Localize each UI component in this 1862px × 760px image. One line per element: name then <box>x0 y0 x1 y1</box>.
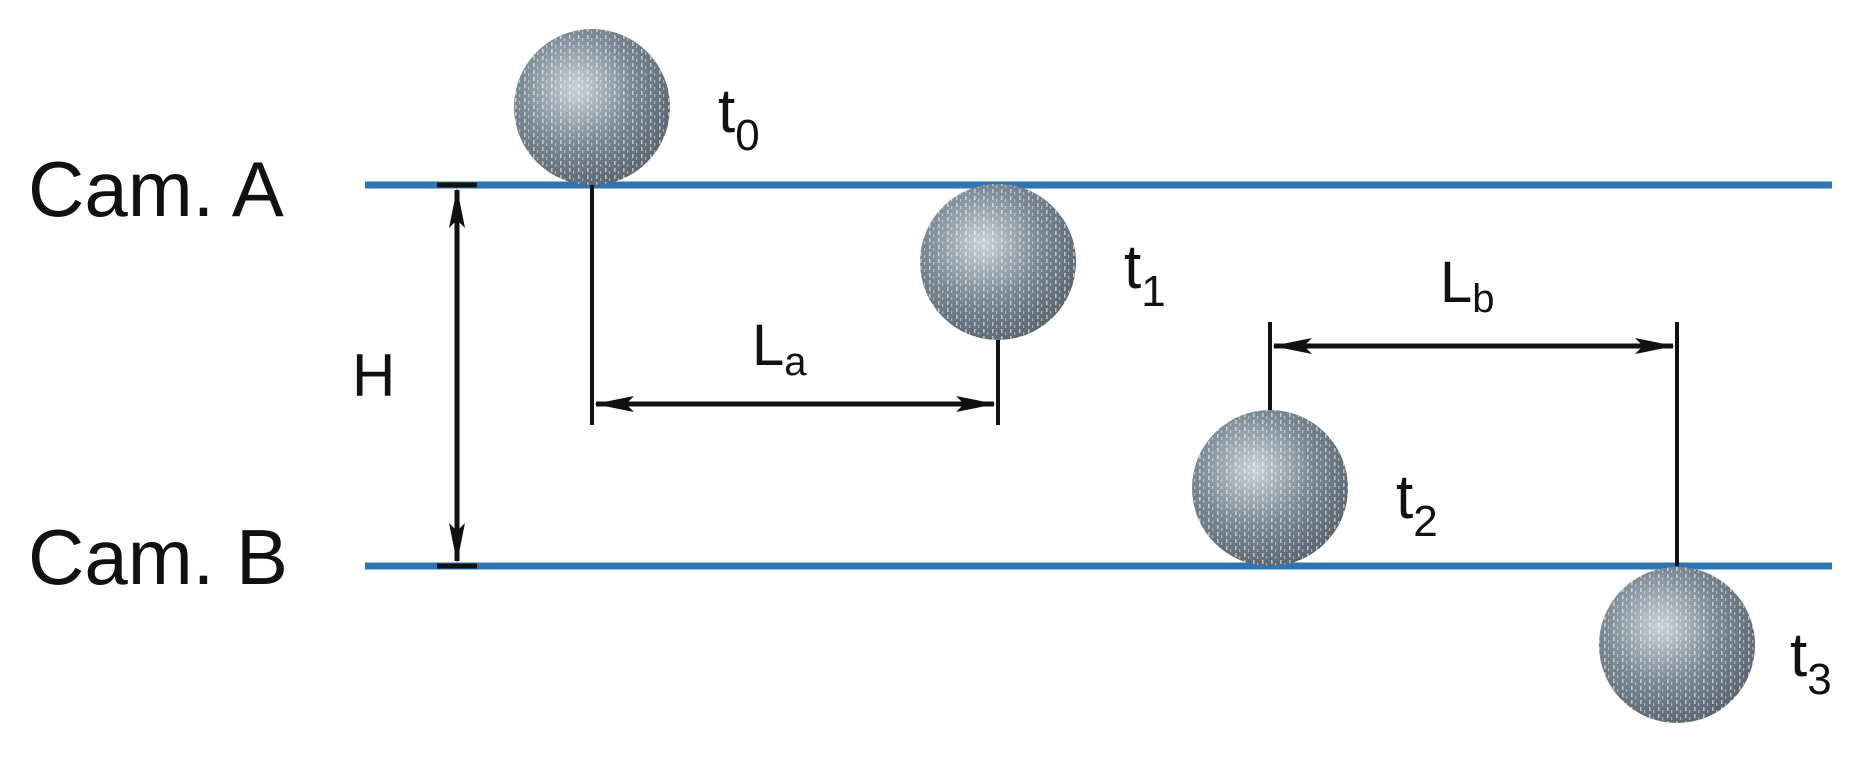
la-dimension-label: La <box>752 313 807 384</box>
camera-b-label: Cam. B <box>28 513 288 601</box>
camera-a-label: Cam. A <box>28 145 284 233</box>
ball-t2 <box>1192 322 1348 566</box>
height-dimension <box>437 182 477 569</box>
ball-t3-label: t3 <box>1790 621 1832 704</box>
height-label: H <box>352 342 395 409</box>
ball-t1-label: t1 <box>1124 233 1166 316</box>
ball-t0-label: t0 <box>718 77 760 160</box>
lb-dimension-label: Lb <box>1440 250 1495 321</box>
ball-t0 <box>514 29 670 425</box>
ball-t1 <box>920 184 1076 425</box>
ball-t3 <box>1599 322 1755 723</box>
ball-t2-label: t2 <box>1396 463 1438 546</box>
